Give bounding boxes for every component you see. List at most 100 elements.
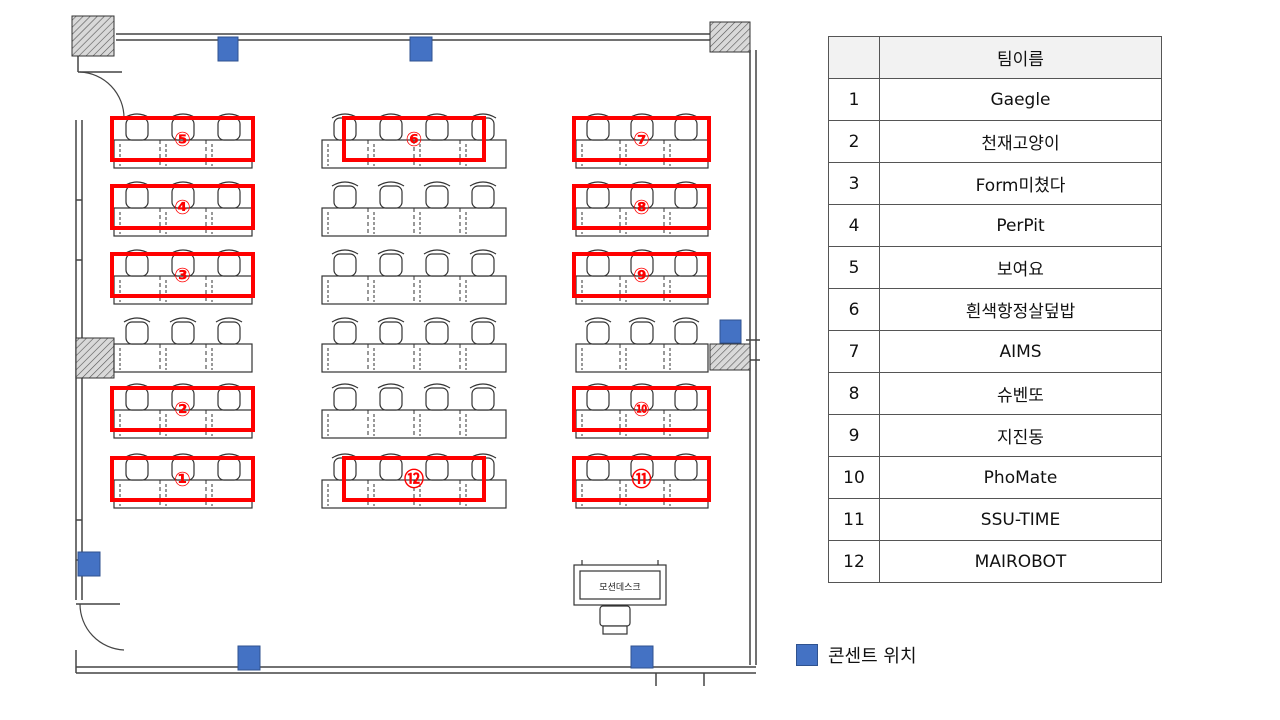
team-name: 슈벤또 bbox=[879, 372, 1162, 415]
team-name: 지진동 bbox=[879, 414, 1162, 457]
team-frame: ① bbox=[110, 456, 255, 502]
chair bbox=[471, 253, 495, 277]
power-outlet bbox=[409, 36, 433, 62]
chair bbox=[586, 117, 610, 141]
chair bbox=[425, 387, 449, 411]
team-number-label: ① bbox=[174, 467, 191, 491]
team-number-label: ⑩ bbox=[633, 397, 650, 421]
chair bbox=[674, 253, 698, 277]
chair bbox=[471, 185, 495, 209]
header-team-name: 팀이름 bbox=[879, 36, 1162, 79]
team-frame: ④ bbox=[110, 184, 255, 230]
team-number: 10 bbox=[828, 456, 880, 499]
team-number: 9 bbox=[828, 414, 880, 457]
team-name: MAIROBOT bbox=[879, 540, 1162, 583]
team-number-label: ⑤ bbox=[174, 127, 191, 151]
chair bbox=[333, 185, 357, 209]
chair bbox=[674, 387, 698, 411]
team-name: PerPit bbox=[879, 204, 1162, 247]
team-frame: ⑧ bbox=[572, 184, 711, 230]
motion-desk: 모션데스크 bbox=[573, 560, 667, 635]
chair bbox=[125, 185, 149, 209]
wall-pillars bbox=[71, 15, 751, 379]
team-name: 흰색항정살덮밥 bbox=[879, 288, 1162, 331]
outlet-legend-swatch bbox=[796, 644, 818, 666]
team-number-label: ③ bbox=[174, 263, 191, 287]
outlet-legend: 콘센트 위치 bbox=[796, 642, 917, 668]
chair bbox=[379, 321, 403, 345]
chair bbox=[333, 387, 357, 411]
team-frame: ⑩ bbox=[572, 386, 711, 432]
power-outlet bbox=[630, 645, 654, 669]
chair bbox=[425, 185, 449, 209]
chair bbox=[425, 321, 449, 345]
chair bbox=[217, 387, 241, 411]
chair bbox=[125, 117, 149, 141]
team-name: 천재고양이 bbox=[879, 120, 1162, 163]
team-frame: ⑨ bbox=[572, 252, 711, 298]
team-frame: ⑤ bbox=[110, 116, 255, 162]
desk-group bbox=[575, 317, 709, 373]
team-number: 1 bbox=[828, 78, 880, 121]
chair bbox=[217, 253, 241, 277]
team-number: 6 bbox=[828, 288, 880, 331]
team-number-label: ⑦ bbox=[633, 127, 650, 151]
desk-group bbox=[321, 317, 507, 373]
team-number-label: ⑨ bbox=[633, 263, 650, 287]
team-number-label: ② bbox=[174, 397, 191, 421]
chair bbox=[125, 253, 149, 277]
chair bbox=[333, 253, 357, 277]
desk-group bbox=[321, 249, 507, 305]
chair bbox=[217, 185, 241, 209]
chair bbox=[125, 457, 149, 481]
chair bbox=[425, 117, 449, 141]
team-number: 2 bbox=[828, 120, 880, 163]
team-number-label: ⑧ bbox=[633, 195, 650, 219]
chair bbox=[217, 457, 241, 481]
team-number: 12 bbox=[828, 540, 880, 583]
chair bbox=[333, 321, 357, 345]
team-frame: ⑪ bbox=[572, 456, 711, 502]
desk-group bbox=[321, 383, 507, 439]
desk-group bbox=[113, 249, 253, 305]
chair bbox=[425, 253, 449, 277]
chair bbox=[586, 387, 610, 411]
chair bbox=[379, 253, 403, 277]
team-number-label: ⑫ bbox=[404, 467, 424, 491]
desk-group bbox=[113, 317, 253, 373]
team-number: 8 bbox=[828, 372, 880, 415]
chair bbox=[471, 387, 495, 411]
team-number-label: ⑪ bbox=[632, 467, 652, 491]
chair bbox=[674, 185, 698, 209]
team-number: 5 bbox=[828, 246, 880, 289]
chair bbox=[171, 321, 195, 345]
chair bbox=[379, 387, 403, 411]
header-number bbox=[828, 36, 880, 79]
team-frame: ⑥ bbox=[342, 116, 486, 162]
team-name: 보여요 bbox=[879, 246, 1162, 289]
desk-group bbox=[321, 181, 507, 237]
team-number-label: ⑥ bbox=[406, 127, 423, 151]
table-header-row: 팀이름 bbox=[828, 36, 1162, 79]
chair bbox=[125, 387, 149, 411]
chair bbox=[217, 117, 241, 141]
team-number: 7 bbox=[828, 330, 880, 373]
desk-group bbox=[113, 181, 253, 237]
chair bbox=[425, 457, 449, 481]
chair bbox=[586, 185, 610, 209]
team-name: AIMS bbox=[879, 330, 1162, 373]
chair bbox=[217, 321, 241, 345]
team-frame: ⑫ bbox=[342, 456, 486, 502]
team-number: 11 bbox=[828, 498, 880, 541]
